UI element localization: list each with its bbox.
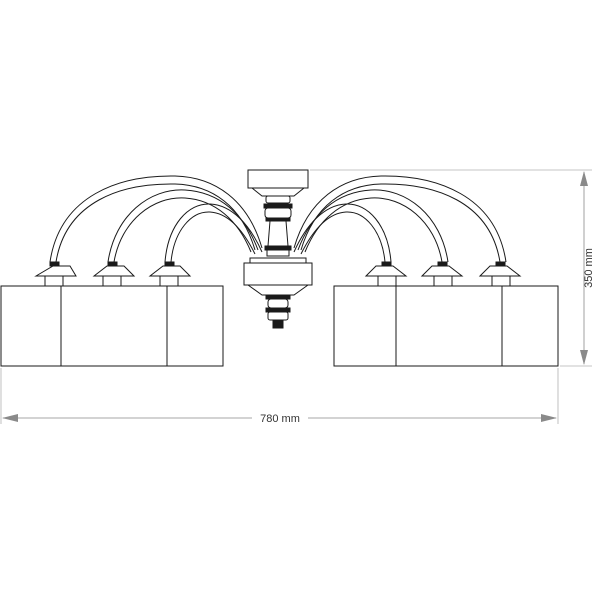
width-arrow-left	[2, 414, 18, 422]
finial-tip	[272, 319, 284, 329]
finial-ring-2	[267, 298, 289, 309]
left-cups	[34, 261, 192, 287]
right-arm-middle-inner	[304, 197, 443, 263]
central-column	[243, 169, 313, 329]
finial-ring-1	[265, 294, 291, 300]
shade-right-1	[333, 285, 397, 367]
ceiling-canopy	[247, 169, 309, 189]
right-arm-outer	[293, 175, 507, 263]
cup-left-3	[148, 261, 192, 287]
finial-ring-4	[267, 311, 289, 321]
cup-right-3	[478, 261, 522, 287]
right-arms	[293, 175, 507, 263]
left-arm-inner	[164, 203, 263, 263]
height-arrow-bottom	[580, 350, 588, 365]
shade-right-3	[501, 285, 559, 367]
finial-ring-3	[265, 307, 291, 313]
left-arm-outer-inner	[55, 183, 256, 263]
cup-left-1	[34, 261, 77, 287]
shade-left-2	[60, 285, 168, 367]
left-shades	[0, 285, 224, 367]
height-arrow-top	[580, 171, 588, 186]
column-ring-3	[264, 207, 292, 219]
shade-left-1	[0, 285, 62, 367]
width-dimension: 780 mm	[0, 368, 559, 425]
right-shades	[333, 285, 559, 367]
column-ring-6	[266, 249, 290, 257]
right-arm-inner	[293, 203, 392, 263]
column-stem	[267, 220, 289, 247]
right-arm-outer-inner	[300, 183, 501, 263]
shade-right-2	[395, 285, 503, 367]
column-ring-1	[265, 195, 291, 204]
body-bottom-taper	[247, 284, 309, 296]
left-arms	[49, 175, 263, 263]
shade-left-3	[166, 285, 224, 367]
left-arm-outer	[49, 175, 263, 263]
cup-right-1	[364, 261, 408, 287]
cup-right-2	[420, 261, 464, 287]
left-arm-inner-inner	[170, 211, 256, 263]
central-body-top	[249, 257, 307, 264]
column-ring-5	[264, 245, 292, 251]
right-cups	[364, 261, 522, 287]
column-ring-2	[263, 203, 293, 209]
cup-left-2	[92, 261, 136, 287]
right-arm-inner-inner	[300, 211, 386, 263]
width-label: 780 mm	[260, 413, 300, 425]
canopy-neck	[251, 187, 305, 197]
central-body	[243, 262, 313, 286]
left-arm-middle-inner	[113, 197, 252, 263]
height-label: 350 mm	[583, 248, 595, 288]
width-arrow-right	[541, 414, 557, 422]
column-ring-4	[265, 217, 291, 222]
height-dimension: 350 mm	[310, 169, 595, 367]
